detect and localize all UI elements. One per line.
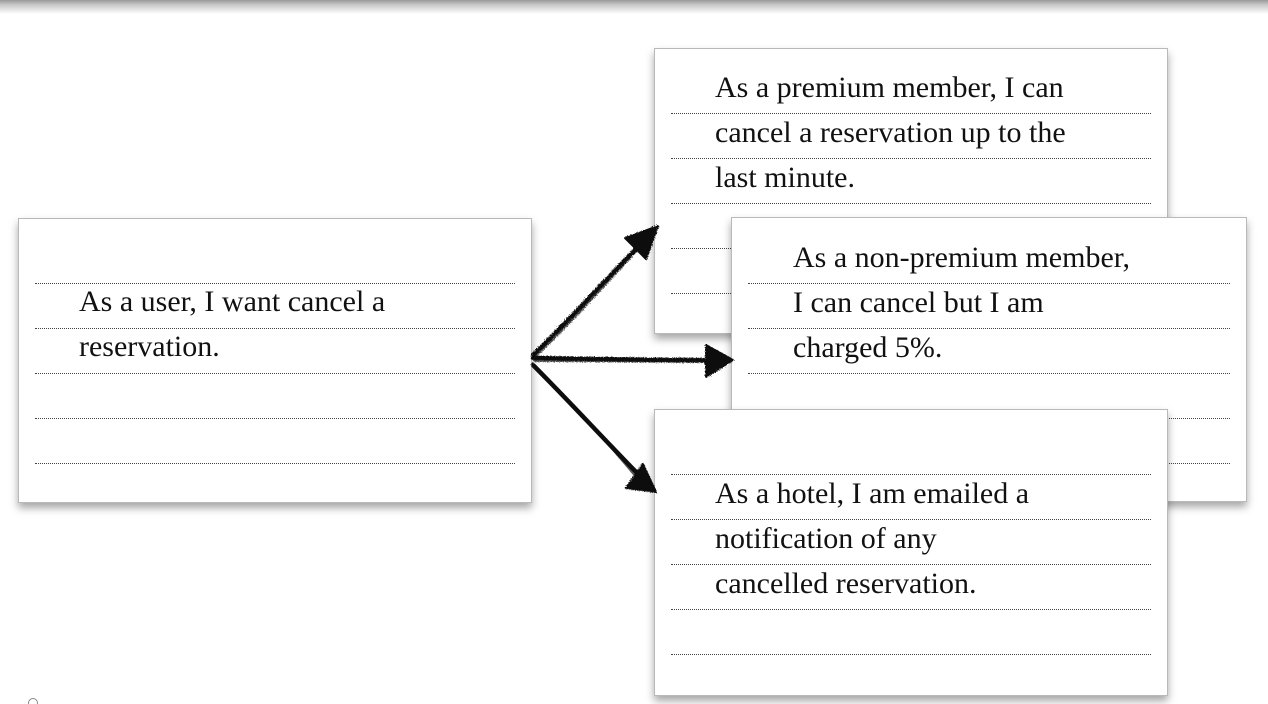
ruled-line bbox=[748, 283, 1230, 284]
ruled-line bbox=[671, 564, 1151, 565]
ruled-line bbox=[671, 474, 1151, 475]
card-text-line: As a premium member, I can bbox=[715, 71, 1064, 104]
ruled-line bbox=[671, 113, 1151, 114]
ruled-line bbox=[35, 373, 515, 374]
card-text-line: cancelled reservation. bbox=[715, 567, 977, 600]
ruled-line bbox=[35, 418, 515, 419]
card-text-line: reservation. bbox=[79, 330, 220, 363]
arrow-to-nonpremium bbox=[530, 344, 734, 378]
story-card-hotel[interactable]: As a hotel, I am emailed a notification … bbox=[654, 409, 1168, 696]
card-text-line: As a hotel, I am emailed a bbox=[715, 477, 1030, 510]
story-card-user[interactable]: As a user, I want cancel a reservation. bbox=[18, 218, 532, 503]
corner-mark bbox=[28, 698, 38, 704]
card-text-line: notification of any bbox=[715, 522, 937, 555]
ruled-line bbox=[35, 283, 515, 284]
ruled-line bbox=[671, 609, 1151, 610]
card-text-line: I can cancel but I am bbox=[793, 286, 1044, 319]
arrow-to-hotel bbox=[530, 362, 657, 493]
card-text-line: cancel a reservation up to the bbox=[715, 116, 1066, 149]
arrow-to-premium bbox=[530, 225, 659, 358]
ruled-line bbox=[671, 519, 1151, 520]
ruled-line bbox=[35, 463, 515, 464]
card-text-line: As a user, I want cancel a bbox=[79, 285, 386, 318]
top-shadow-bar bbox=[0, 0, 1268, 14]
ruled-line bbox=[748, 373, 1230, 374]
ruled-line bbox=[35, 328, 515, 329]
card-text-line: charged 5%. bbox=[793, 331, 943, 364]
card-text-line: As a non-premium member, bbox=[793, 241, 1131, 274]
ruled-line bbox=[748, 328, 1230, 329]
card-text-line: last minute. bbox=[715, 161, 855, 194]
ruled-line bbox=[671, 158, 1151, 159]
ruled-line bbox=[671, 654, 1151, 655]
ruled-line bbox=[671, 203, 1151, 204]
